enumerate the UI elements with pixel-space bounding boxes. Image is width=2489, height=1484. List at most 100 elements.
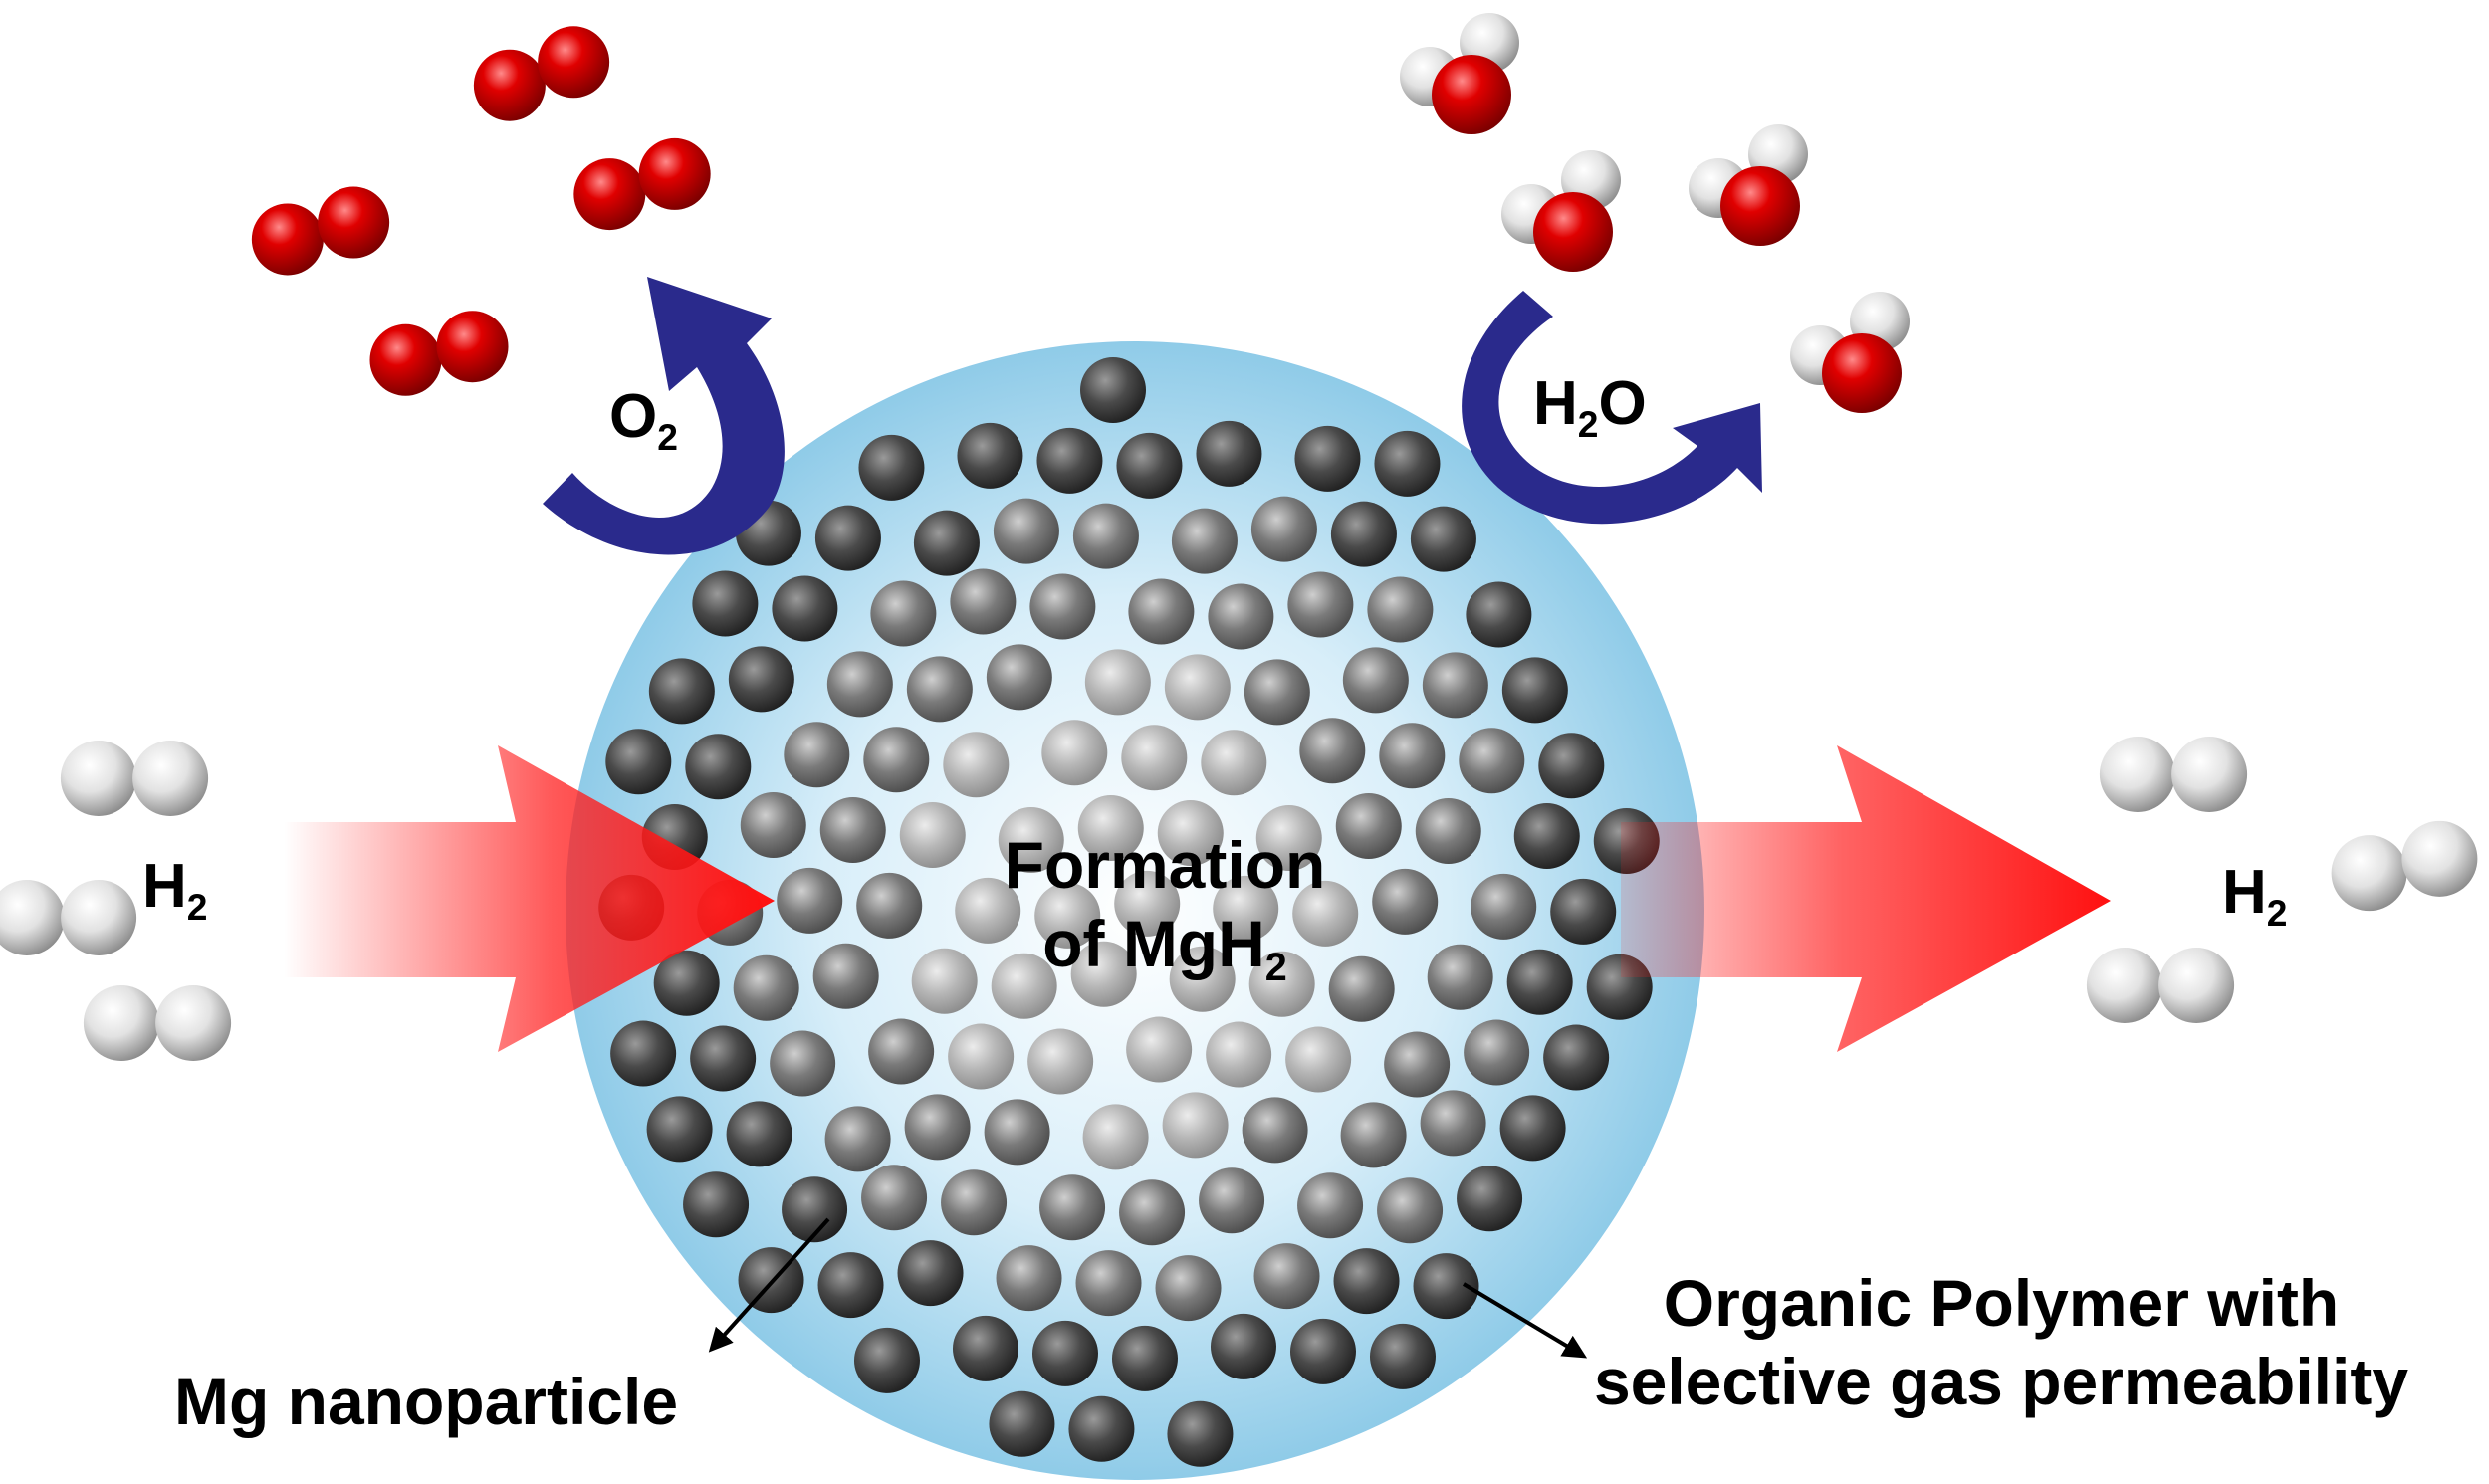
mg-nanoparticle	[858, 434, 925, 501]
mg-nanoparticle	[996, 1245, 1062, 1312]
mg-nanoparticle	[1253, 1243, 1320, 1310]
h2-molecule-atom	[60, 741, 136, 816]
mg-nanoparticle	[952, 1315, 1018, 1381]
mg-nanoparticle	[1167, 1400, 1234, 1467]
mg-nanoparticle	[897, 1240, 964, 1307]
h2o-oxygen-atom	[1533, 192, 1613, 272]
mg-nanoparticle	[1457, 1166, 1523, 1232]
mg-nanoparticle	[1242, 1097, 1308, 1164]
mg-nanoparticle	[726, 1101, 792, 1167]
mg-nanoparticle	[817, 1252, 884, 1319]
mg-nanoparticle	[1250, 496, 1317, 562]
mg-nanoparticle	[1330, 501, 1397, 567]
mg-nanoparticle	[1459, 728, 1525, 794]
mg-nanoparticle	[777, 867, 843, 934]
o2-molecule-atom	[538, 26, 610, 99]
mg-nanoparticle	[1210, 1313, 1276, 1379]
h2-inflow-arrow	[284, 745, 775, 1052]
o2-molecule-atom	[318, 186, 390, 259]
mg-nanoparticle	[685, 734, 752, 800]
mg-nanoparticle	[819, 797, 886, 864]
mg-nanoparticle	[1119, 1179, 1186, 1246]
mg-nanoparticle	[911, 948, 978, 1014]
o2-molecule-atom	[473, 49, 546, 121]
h2o-oxygen-atom	[1822, 333, 1902, 413]
mg-nanoparticle	[1244, 659, 1310, 726]
h2-molecule-atom	[2086, 948, 2162, 1023]
h2-molecule-atom	[2171, 737, 2248, 812]
polymer-label-line2: selective gas permeability	[1593, 1345, 2409, 1419]
mg-nanoparticle	[1374, 430, 1441, 497]
mg-nanoparticle	[1422, 652, 1488, 719]
mg-nanoparticle	[1039, 1174, 1106, 1241]
mg-nanoparticle	[1041, 720, 1108, 786]
o2-molecule-atom	[573, 158, 646, 231]
mg-nanoparticle	[1410, 506, 1476, 572]
o2-label: O2	[609, 382, 678, 459]
mg-nanoparticle	[1287, 571, 1354, 638]
mg-nanoparticle	[986, 644, 1052, 711]
center-label-line1: Formation	[1004, 828, 1326, 902]
h2-outflow-arrow	[1621, 745, 2111, 1052]
center-label: Formation of MgH2	[956, 826, 1374, 992]
mg-nanoparticle	[1413, 1253, 1479, 1320]
mg-nanoparticle	[812, 943, 879, 1009]
mg-nanoparticle	[943, 732, 1010, 798]
mg-nanoparticle	[772, 575, 838, 642]
mg-nanoparticle	[814, 505, 881, 571]
mg-nanoparticle	[824, 1106, 891, 1172]
mg-nanoparticle	[770, 1030, 836, 1097]
mg-nanoparticle	[1070, 941, 1137, 1007]
o2-molecule-atom	[638, 137, 711, 210]
mg-nanoparticle	[1164, 654, 1231, 721]
mg-nanoparticle	[1206, 1021, 1272, 1088]
mg-nanoparticle	[853, 1327, 920, 1393]
mg-nanoparticle	[1464, 1019, 1530, 1086]
mg-nanoparticle	[1289, 1318, 1356, 1384]
mg-nanoparticle	[1538, 733, 1605, 799]
polymer-label-line1: Organic Polymer with	[1663, 1266, 2340, 1340]
mg-nanoparticle	[784, 722, 850, 788]
mg-nanoparticle	[605, 729, 672, 795]
mg-nanoparticle	[1169, 946, 1236, 1012]
mg-nanoparticle	[899, 802, 966, 869]
mg-nanoparticle	[984, 1099, 1050, 1166]
mg-nanoparticle	[906, 656, 973, 723]
mg-nanoparticle	[1075, 1250, 1142, 1317]
mg-nanoparticle	[1506, 949, 1573, 1015]
mg-nanoparticle	[998, 807, 1064, 874]
mg-nanoparticle	[1029, 573, 1096, 640]
h2-molecule-atom	[83, 985, 159, 1061]
mg-nanoparticle	[1036, 427, 1103, 494]
mg-nanoparticle	[1114, 870, 1181, 937]
mg-nanoparticle	[993, 498, 1059, 564]
mg-nanoparticle-group	[598, 357, 1660, 1467]
mg-nanoparticle	[1077, 795, 1144, 862]
mg-nanoparticle	[690, 1025, 757, 1092]
mg-nanoparticle	[1328, 955, 1395, 1022]
mg-nanoparticle	[863, 727, 930, 793]
mg-nanoparticle	[728, 646, 794, 713]
mg-nanoparticle	[683, 1171, 750, 1238]
o2-molecule-atom	[436, 311, 509, 383]
mg-nanoparticle	[646, 1096, 713, 1163]
gas-molecule-group	[0, 13, 2478, 1061]
mg-nanoparticle	[648, 658, 715, 725]
mg-nanoparticle	[1126, 1016, 1193, 1083]
polymer-pointer	[1462, 1282, 1588, 1359]
mg-nanoparticle	[826, 651, 893, 718]
mg-nanoparticle	[1201, 730, 1267, 796]
mg-nanoparticle	[1420, 1090, 1486, 1157]
mg-nanoparticle	[1128, 578, 1195, 645]
mg-nanoparticle	[1384, 1031, 1451, 1098]
mg-nanoparticle	[1499, 1095, 1566, 1162]
mg-nanoparticle	[1111, 1325, 1178, 1391]
mg-nanoparticle	[868, 1018, 935, 1085]
mg-nanoparticle	[733, 954, 799, 1021]
h2-molecule-atom	[2099, 737, 2175, 812]
h2-molecule-atom	[61, 880, 137, 955]
h2-molecule-atom	[0, 880, 65, 955]
mg-nanoparticle	[782, 1176, 848, 1243]
